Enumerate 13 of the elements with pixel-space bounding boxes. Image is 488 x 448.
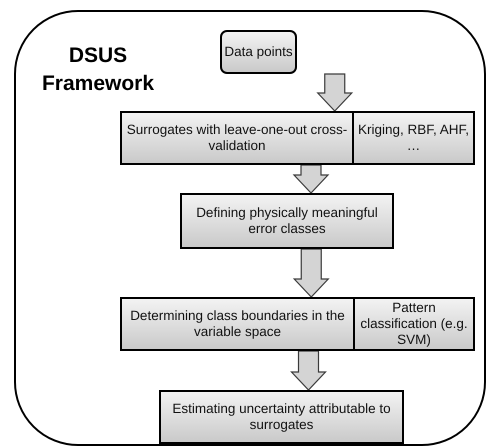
process-box: Estimating uncertainty attributable to surrogates — [159, 390, 404, 444]
block-arrow — [292, 164, 330, 194]
panel-title: DSUS Framework — [40, 43, 156, 97]
block-arrow — [292, 248, 330, 298]
process-box: Pattern classification (e.g. SVM) — [353, 297, 475, 351]
process-box: Data points — [220, 30, 297, 74]
process-box: Kriging, RBF, AHF, … — [352, 111, 475, 165]
process-box: Defining physically meaningful error classes — [180, 193, 394, 249]
block-arrow — [290, 350, 327, 391]
framework-panel — [14, 10, 486, 446]
process-box: Determining class boundaries in the variable space — [120, 297, 355, 351]
block-arrow — [316, 73, 354, 112]
process-box: Surrogates with leave-one-out cross-validation — [120, 111, 354, 165]
